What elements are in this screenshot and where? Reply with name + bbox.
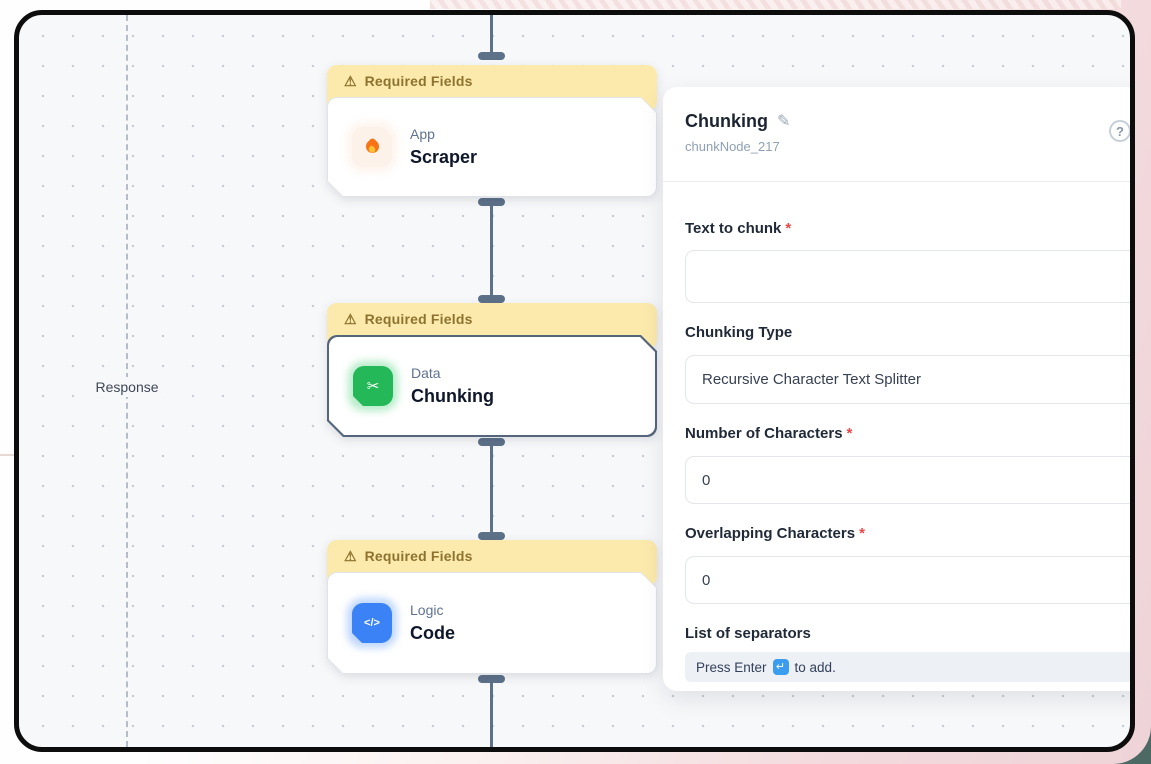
edge-chunking-code <box>490 446 493 533</box>
field-list-of-separators: List of separators Press Enter ↵ to add. <box>685 625 1130 682</box>
output-handle-chunking[interactable] <box>478 438 505 446</box>
placeholder-suffix: to add. <box>794 659 836 675</box>
node-title: Scraper <box>410 147 478 167</box>
scissors-icon: ✂ <box>353 366 393 406</box>
node-chunking[interactable]: ⚠ Required Fields ✂ Data Chunking <box>327 303 657 437</box>
help-icon[interactable]: ? <box>1109 120 1130 142</box>
field-label: List of separators <box>685 625 811 642</box>
flame-icon <box>352 127 392 167</box>
overlapping-characters-input[interactable] <box>685 556 1130 604</box>
background-line <box>0 454 16 456</box>
field-label: Text to chunk* <box>685 220 792 237</box>
field-label: Overlapping Characters* <box>685 525 865 542</box>
edit-icon[interactable]: ✎ <box>777 113 791 130</box>
edge-top <box>490 15 493 53</box>
node-card[interactable]: App Scraper <box>327 97 657 197</box>
node-category: App <box>410 126 435 142</box>
field-chunking-type: Chunking Type Recursive Character Text S… <box>685 324 1130 404</box>
node-category: Logic <box>410 602 444 618</box>
separators-tag-input[interactable]: Press Enter ↵ to add. <box>685 652 1130 682</box>
required-marker: * <box>785 220 792 237</box>
edge-scraper-chunking <box>490 206 493 296</box>
node-id: chunkNode_217 <box>685 139 780 154</box>
chunking-type-select[interactable]: Recursive Character Text Splitter <box>685 355 1130 404</box>
input-handle-chunking[interactable] <box>478 295 505 303</box>
enter-key-icon: ↵ <box>772 659 789 675</box>
edge-bottom <box>490 683 493 747</box>
input-handle-code[interactable] <box>478 532 505 540</box>
field-label: Number of Characters* <box>685 425 853 442</box>
node-code[interactable]: ⚠ Required Fields </> Logic Code <box>327 540 657 674</box>
field-text-to-chunk: Text to chunk* <box>685 220 1130 303</box>
placeholder-prefix: Press Enter <box>696 659 767 675</box>
number-of-characters-input[interactable] <box>685 456 1130 504</box>
code-icon: </> <box>352 603 392 643</box>
text-to-chunk-input[interactable] <box>685 250 1130 303</box>
background-stripes <box>430 0 1121 9</box>
node-card-selected[interactable]: ✂ Data Chunking <box>327 335 657 437</box>
warning-icon: ⚠ <box>344 548 357 564</box>
output-handle-scraper[interactable] <box>478 198 505 206</box>
canvas-frame: Response ⚠ Required Fields <box>14 10 1135 752</box>
response-label: Response <box>77 377 177 397</box>
node-scraper[interactable]: ⚠ Required Fields App Scraper <box>327 65 657 197</box>
field-overlapping-characters: Overlapping Characters* <box>685 525 1130 604</box>
field-label: Chunking Type <box>685 324 793 341</box>
warning-icon: ⚠ <box>344 73 357 89</box>
warning-icon: ⚠ <box>344 311 357 327</box>
node-config-panel: Chunking ✎ chunkNode_217 ? Text to chunk… <box>663 87 1130 691</box>
output-handle-code[interactable] <box>478 675 505 683</box>
input-handle-scraper[interactable] <box>478 52 505 60</box>
required-marker: * <box>846 425 853 442</box>
required-marker: * <box>859 525 865 542</box>
node-card[interactable]: </> Logic Code <box>327 572 657 674</box>
banner-label: Required Fields <box>364 311 473 327</box>
node-category: Data <box>411 365 441 381</box>
workflow-canvas[interactable]: Response ⚠ Required Fields <box>19 15 1130 747</box>
banner-label: Required Fields <box>364 548 473 564</box>
banner-label: Required Fields <box>364 73 473 89</box>
panel-title: Chunking <box>685 111 768 131</box>
node-title: Code <box>410 623 455 643</box>
field-number-of-characters: Number of Characters* <box>685 425 1130 504</box>
divider <box>663 181 1130 182</box>
node-title: Chunking <box>411 386 494 406</box>
